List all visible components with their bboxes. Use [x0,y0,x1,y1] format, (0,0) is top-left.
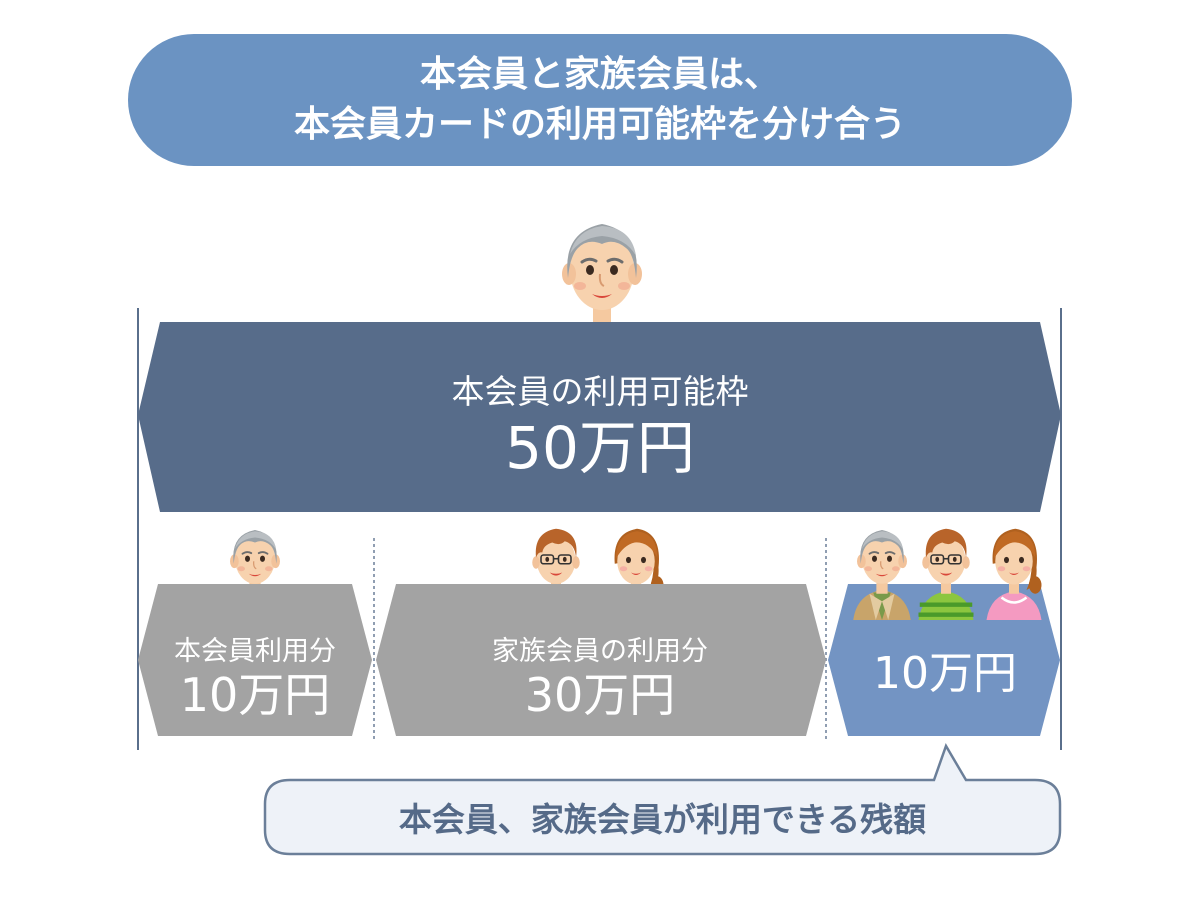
member-usage-shape [138,584,372,736]
main-limit-shape [138,322,1061,512]
young-woman-icon [985,527,1043,620]
callout-text: 本会員、家族会員が利用できる残額 [398,800,927,839]
family-usage-shape [376,584,826,736]
family-usage-value: 30万円 [524,668,676,722]
main-limit-value: 50万円 [505,414,695,482]
remaining-balance-value: 10万円 [873,648,1017,699]
title-line-2: 本会員カードの利用可能枠を分け合う [293,104,906,145]
family-usage-label: 家族会員の利用分 [492,636,708,667]
member-usage-label: 本会員利用分 [174,636,336,667]
remaining-balance-shape [828,584,1060,736]
young-man-glasses-icon [917,527,975,620]
member-usage-value: 10万円 [179,668,331,722]
title-banner: 本会員と家族会員は、 本会員カードの利用可能枠を分け合う [128,34,1072,166]
callout-bubble [263,743,1062,856]
main-limit-label: 本会員の利用可能枠 [451,372,749,411]
elderly-man-icon [852,529,912,620]
title-line-1: 本会員と家族会員は、 [419,54,780,95]
